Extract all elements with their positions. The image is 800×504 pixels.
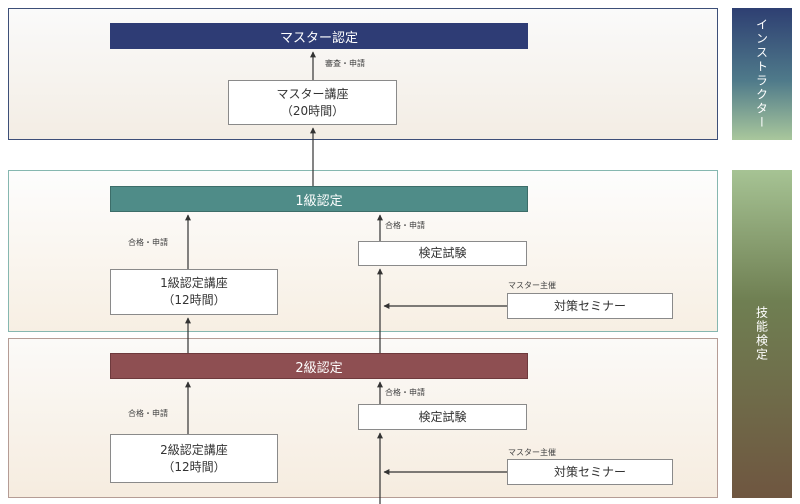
level1-seminar-host-label: マスター主催 (508, 281, 556, 290)
skill-test-side-text: 技能検定 (754, 306, 769, 362)
level2-seminar-host-label: マスター主催 (508, 448, 556, 457)
level2-pass-apply-left-label: 合格・申請 (128, 409, 168, 418)
master-course-box: マスター講座 （20時間） (228, 80, 397, 125)
level1-course-box: 1級認定講座 （12時間） (110, 269, 278, 315)
level2-seminar-box: 対策セミナー (507, 459, 673, 485)
level1-course-title: 1級認定講座 (160, 276, 228, 290)
level1-course-hours: （12時間） (162, 293, 226, 307)
level2-course-box: 2級認定講座 （12時間） (110, 434, 278, 483)
instructor-side-text: インストラクター (754, 18, 769, 130)
level1-pass-apply-right-label: 合格・申請 (385, 221, 425, 230)
level1-exam-box: 検定試験 (358, 241, 527, 266)
level1-seminar-box: 対策セミナー (507, 293, 673, 319)
master-course-title: マスター講座 (276, 86, 349, 101)
level2-course-title: 2級認定講座 (160, 442, 228, 457)
level1-certification-bar: 1級認定 (110, 186, 528, 212)
master-certification-bar: マスター認定 (110, 23, 528, 49)
level2-pass-apply-right-label: 合格・申請 (385, 388, 425, 397)
level2-course-hours: （12時間） (162, 459, 226, 474)
instructor-side-label: インストラクター (732, 8, 792, 140)
level1-pass-apply-left-label: 合格・申請 (128, 238, 168, 247)
level2-exam-box: 検定試験 (358, 404, 527, 430)
skill-test-side-label: 技能検定 (732, 170, 792, 498)
master-course-hours: （20時間） (280, 103, 345, 118)
review-apply-label: 審査・申請 (325, 59, 365, 68)
level2-certification-bar: 2級認定 (110, 353, 528, 379)
